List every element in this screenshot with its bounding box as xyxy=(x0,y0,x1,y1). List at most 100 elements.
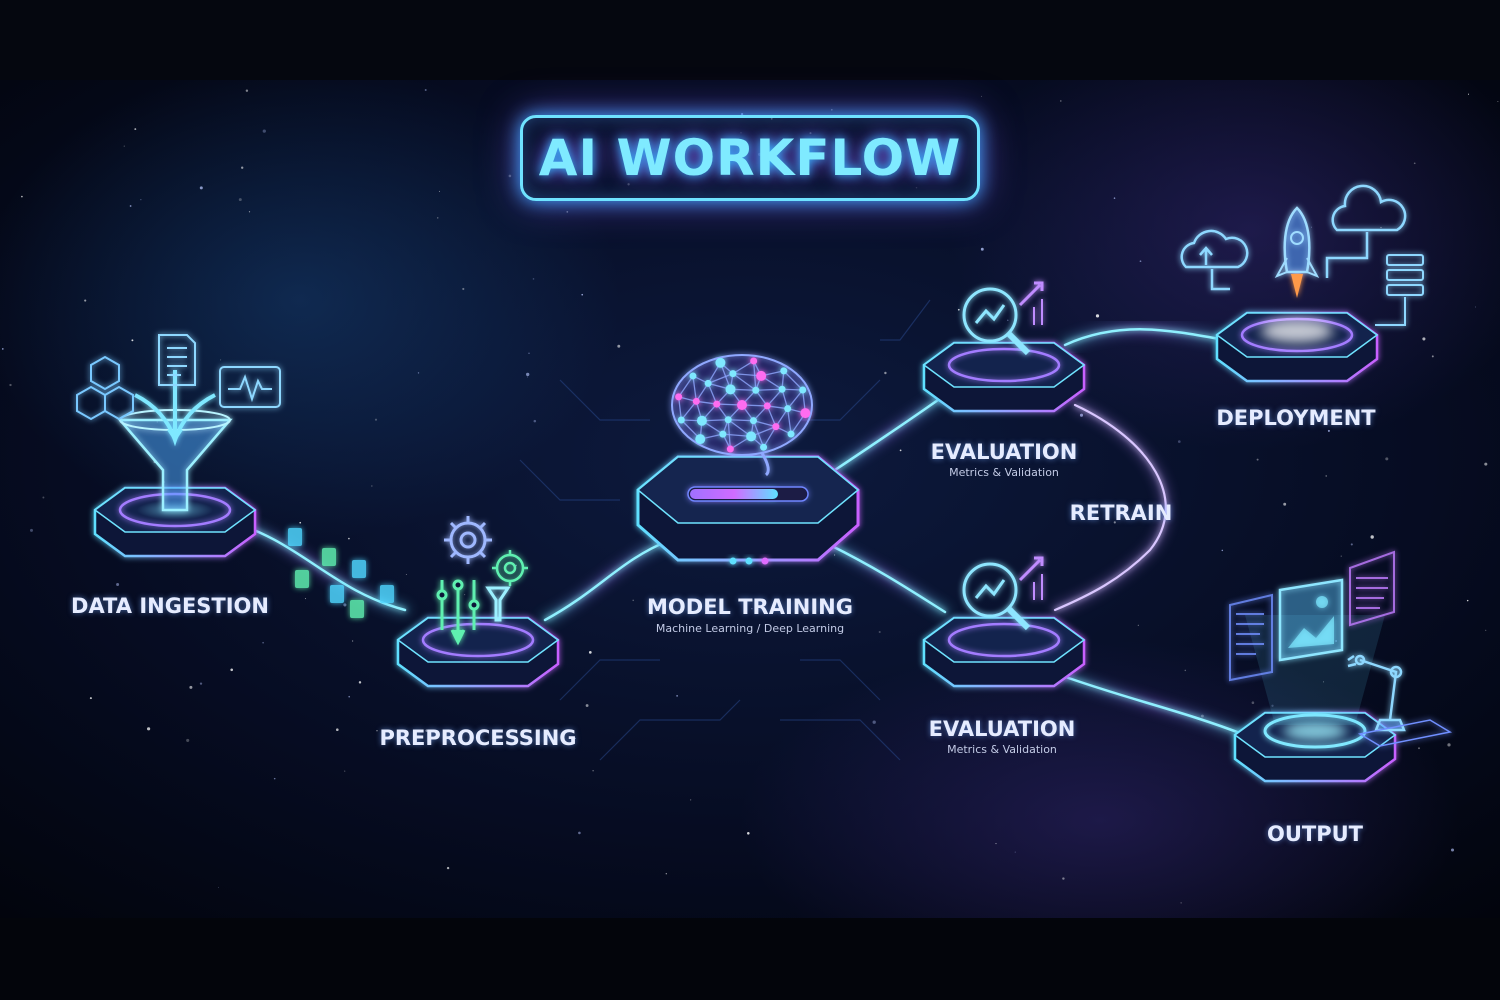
stage-label-evaluation-bottom: EVALUATION xyxy=(928,717,1076,741)
star xyxy=(1340,555,1342,557)
star xyxy=(1466,599,1469,602)
star xyxy=(528,352,530,354)
stage-sublabel-evaluation-bottom: Metrics & Validation xyxy=(947,743,1057,756)
platform-evaluation-top xyxy=(922,341,1086,413)
star xyxy=(438,190,441,192)
star xyxy=(116,583,120,586)
star xyxy=(30,528,33,532)
star xyxy=(508,174,512,178)
star xyxy=(574,737,576,740)
star xyxy=(751,608,753,610)
star xyxy=(464,594,466,596)
stage-label-training: MODEL TRAINING xyxy=(647,595,853,619)
star xyxy=(578,831,581,835)
star xyxy=(344,770,346,772)
star xyxy=(527,376,528,378)
star xyxy=(676,695,678,697)
star xyxy=(1450,848,1455,852)
star xyxy=(1311,226,1312,228)
star xyxy=(437,217,439,219)
side-panel-left xyxy=(1229,593,1273,682)
star xyxy=(405,574,407,575)
star xyxy=(1139,260,1142,263)
star xyxy=(1014,851,1016,853)
star xyxy=(371,485,373,487)
star xyxy=(592,770,594,772)
star xyxy=(526,372,530,377)
star xyxy=(1350,543,1353,546)
star xyxy=(957,308,960,311)
platform-ingestion xyxy=(93,486,257,558)
star xyxy=(1484,462,1488,466)
star xyxy=(299,521,302,524)
flow-connections xyxy=(221,325,1249,739)
star xyxy=(1095,314,1100,318)
starfield xyxy=(1,89,1499,904)
stage-label-deployment: DEPLOYMENT xyxy=(1216,406,1376,430)
star xyxy=(1447,743,1451,747)
platform-preprocessing xyxy=(396,616,560,688)
star xyxy=(129,205,132,207)
stage-label-ingestion: DATA INGESTION xyxy=(71,594,269,618)
star xyxy=(189,685,193,689)
star xyxy=(220,359,222,361)
star xyxy=(588,651,592,654)
star xyxy=(1256,458,1259,461)
star xyxy=(1137,624,1139,626)
page-title: AI WORKFLOW xyxy=(538,129,962,187)
star xyxy=(1007,319,1009,321)
star xyxy=(581,293,584,296)
star xyxy=(351,640,354,642)
star xyxy=(1325,475,1327,477)
star xyxy=(238,198,242,202)
star xyxy=(1283,502,1287,506)
star xyxy=(376,729,378,732)
star xyxy=(1385,457,1389,461)
star xyxy=(1467,93,1470,95)
star xyxy=(1061,721,1065,725)
star xyxy=(89,697,92,700)
star xyxy=(1422,337,1426,341)
star xyxy=(1475,306,1476,308)
star xyxy=(84,299,87,302)
platform-evaluation-bottom xyxy=(922,616,1086,688)
star xyxy=(872,720,876,724)
star xyxy=(533,419,537,423)
star xyxy=(1079,413,1084,417)
platform-training xyxy=(636,455,860,562)
star xyxy=(262,641,264,644)
star xyxy=(9,383,12,387)
retrain-loop-label: RETRAIN xyxy=(1069,501,1173,525)
stage-sublabel-evaluation-top: Metrics & Validation xyxy=(949,466,1059,479)
star xyxy=(162,481,165,483)
star xyxy=(1251,701,1255,704)
star xyxy=(217,886,220,888)
star xyxy=(336,728,339,731)
star xyxy=(566,211,569,213)
star xyxy=(446,866,450,870)
star xyxy=(995,843,997,845)
star xyxy=(348,695,351,698)
title-banner: AI WORKFLOW xyxy=(520,115,980,201)
star xyxy=(156,421,158,423)
star xyxy=(1113,521,1116,524)
star xyxy=(248,211,251,213)
star xyxy=(981,95,983,97)
star xyxy=(980,247,984,251)
star xyxy=(153,460,157,464)
star xyxy=(632,599,634,602)
star xyxy=(348,537,350,540)
stage-label-output: OUTPUT xyxy=(1267,822,1363,846)
star xyxy=(747,832,750,835)
stage-label-preprocessing: PREPROCESSING xyxy=(379,726,577,750)
star xyxy=(1060,100,1062,102)
star xyxy=(424,89,427,91)
star xyxy=(1497,101,1499,103)
star xyxy=(515,564,517,567)
star xyxy=(617,344,621,348)
star xyxy=(230,668,234,672)
star xyxy=(834,554,836,556)
star xyxy=(884,371,887,375)
star xyxy=(830,108,833,111)
star xyxy=(1271,704,1274,707)
